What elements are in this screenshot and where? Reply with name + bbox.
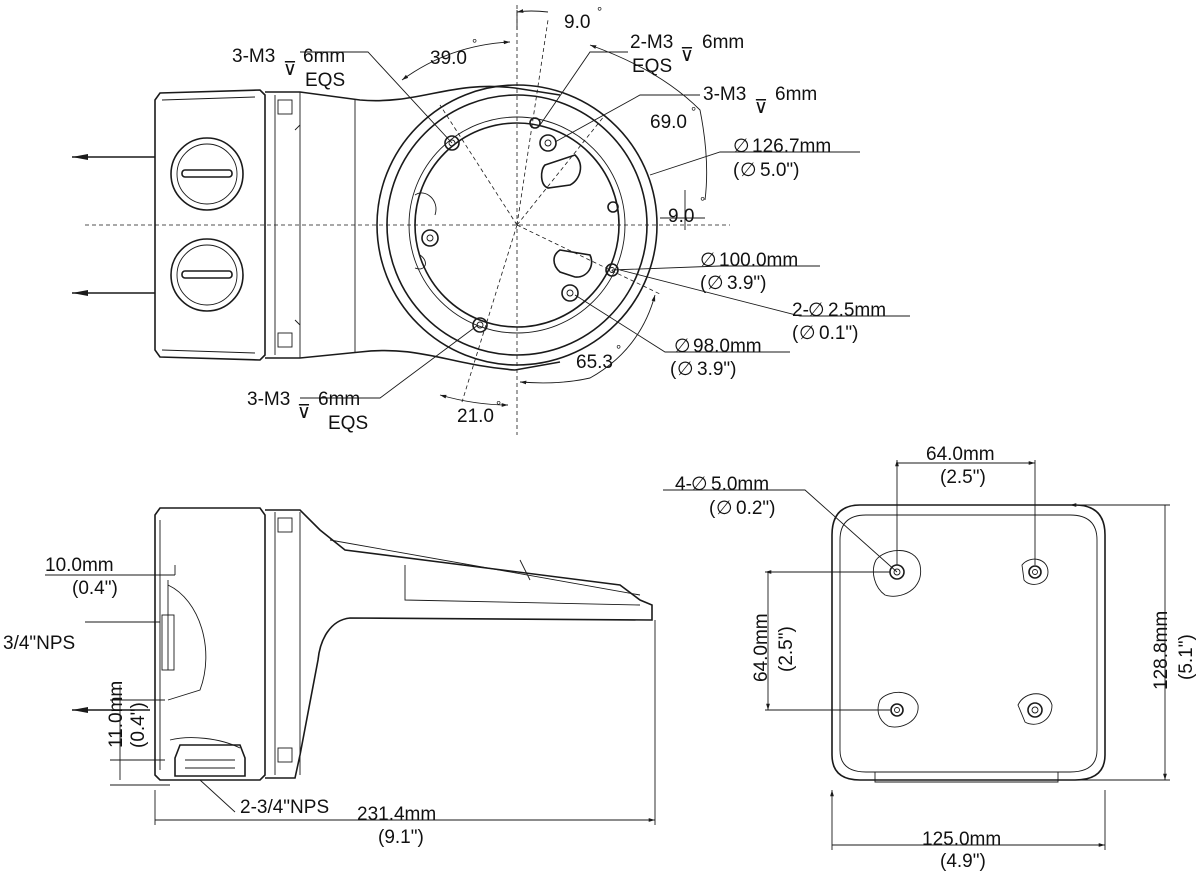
hole-25-count: 2- (792, 300, 809, 321)
label-m3-right: 3-M3 (703, 84, 746, 105)
dia-126-in: 5.0") (760, 160, 799, 181)
dim-231-mm: 231.4mm (357, 804, 436, 825)
angle-21: 21.0 (457, 406, 494, 427)
mount-hole-bl (877, 691, 919, 728)
label-m3-right-depth: 6mm (775, 84, 817, 105)
label-m3-eqs-tl-depth: 6mm (303, 46, 345, 67)
dia-126-mm: 126.7mm (752, 136, 831, 157)
diameter-symbol: ∅ (799, 323, 816, 344)
depth-symbol: ⊽ (754, 97, 768, 118)
angle-65: 65.3 (576, 352, 613, 373)
hole-25-in: 0.1") (819, 323, 858, 344)
holes-4-in: 0.2") (736, 498, 775, 519)
diameter-symbol: ∅ (677, 359, 694, 380)
diameter-symbol: ∅ (674, 336, 691, 357)
mount-ring (376, 84, 658, 366)
degree-symbol: ° (691, 104, 696, 119)
open-paren: ( (733, 160, 740, 181)
angle-9-top: 9.0 (564, 12, 590, 33)
dia-100-mm: 100.0mm (719, 250, 798, 271)
label-eqs-tr: EQS (632, 56, 672, 77)
degree-symbol: ° (472, 36, 477, 51)
hole-25-mm: 2.5mm (828, 300, 886, 321)
back-view: 64.0mm (2.5") 4- ∅ 5.0mm ( ∅ 0.2") 64.0m… (663, 444, 1197, 871)
label-m3-eqs-tr-depth: 6mm (702, 32, 744, 53)
dim-64-h-in: (2.5") (940, 467, 986, 488)
diameter-symbol: ∅ (808, 300, 825, 321)
dim-231-in: (9.1") (378, 827, 424, 848)
depth-symbol: ⊽ (297, 402, 311, 423)
dim-10-in: (0.4") (72, 578, 118, 599)
dia-100-in: 3.9") (727, 273, 766, 294)
pin-bottom (72, 290, 155, 296)
dim-10-mm: 10.0mm (45, 555, 114, 576)
holes-4-count: 4- (675, 474, 692, 495)
angle-69: 69.0 (650, 112, 687, 133)
mount-hole-tr (1021, 558, 1049, 585)
open-paren: ( (792, 323, 799, 344)
label-m3-eqs-b-depth: 6mm (318, 389, 360, 410)
pin-top (72, 154, 155, 160)
diameter-symbol: ∅ (707, 273, 724, 294)
angle-39: 39.0 (430, 48, 467, 69)
open-paren: ( (700, 273, 707, 294)
dia-98-in: 3.9") (697, 359, 736, 380)
degree-symbol: ° (597, 4, 602, 19)
dim-125-in: (4.9") (940, 851, 986, 871)
cable-gland-bottom (170, 238, 244, 312)
diameter-symbol: ∅ (700, 250, 717, 271)
degree-symbol: ° (496, 398, 501, 413)
top-view: 3-M3 6mm ⊽ EQS 39.0 ° 9.0 ° 2-M3 ⊽ 6mm E… (72, 4, 910, 435)
diameter-symbol: ∅ (691, 474, 708, 495)
label-eqs-b: EQS (328, 413, 368, 434)
dim-125-mm: 125.0mm (922, 829, 1001, 850)
label-eqs-tl: EQS (305, 70, 345, 91)
degree-symbol: ° (616, 342, 621, 357)
dim-128-in: (5.1") (1176, 634, 1197, 680)
diameter-symbol: ∅ (733, 136, 750, 157)
diameter-symbol: ∅ (740, 160, 757, 181)
side-view: 10.0mm (0.4") 3/4"NPS 11.0mm (0.4") 2-3/… (3, 507, 655, 848)
cable-gland-top (170, 137, 244, 211)
depth-symbol: ⊽ (680, 45, 694, 66)
angle-arcs (401, 10, 708, 407)
holes-4-mm: 5.0mm (711, 474, 769, 495)
angle-9-right: 9.0 (668, 206, 694, 227)
dim-64-h-mm: 64.0mm (926, 444, 995, 465)
label-m3-eqs-tr: 2-M3 (630, 32, 673, 53)
depth-symbol: ⊽ (283, 59, 297, 80)
top-view-leaders (300, 51, 910, 399)
diameter-symbol: ∅ (716, 498, 733, 519)
open-paren: ( (709, 498, 716, 519)
dim-11-in: (0.4") (128, 702, 149, 748)
label-nps-34: 3/4"NPS (3, 633, 75, 654)
degree-symbol: ° (700, 194, 705, 209)
label-m3-eqs-tl: 3-M3 (232, 46, 275, 67)
dia-98-mm: 98.0mm (693, 336, 762, 357)
dim-64-v-in: (2.5") (776, 626, 797, 672)
label-nps-2x34: 2-3/4"NPS (240, 797, 329, 818)
label-m3-eqs-b: 3-M3 (247, 389, 290, 410)
dim-64-v-mm: 64.0mm (751, 613, 772, 682)
dim-11-mm: 11.0mm (106, 681, 127, 748)
open-paren: ( (670, 359, 677, 380)
mount-hole-br (1017, 693, 1053, 725)
dim-128-mm: 128.8mm (1151, 611, 1172, 690)
